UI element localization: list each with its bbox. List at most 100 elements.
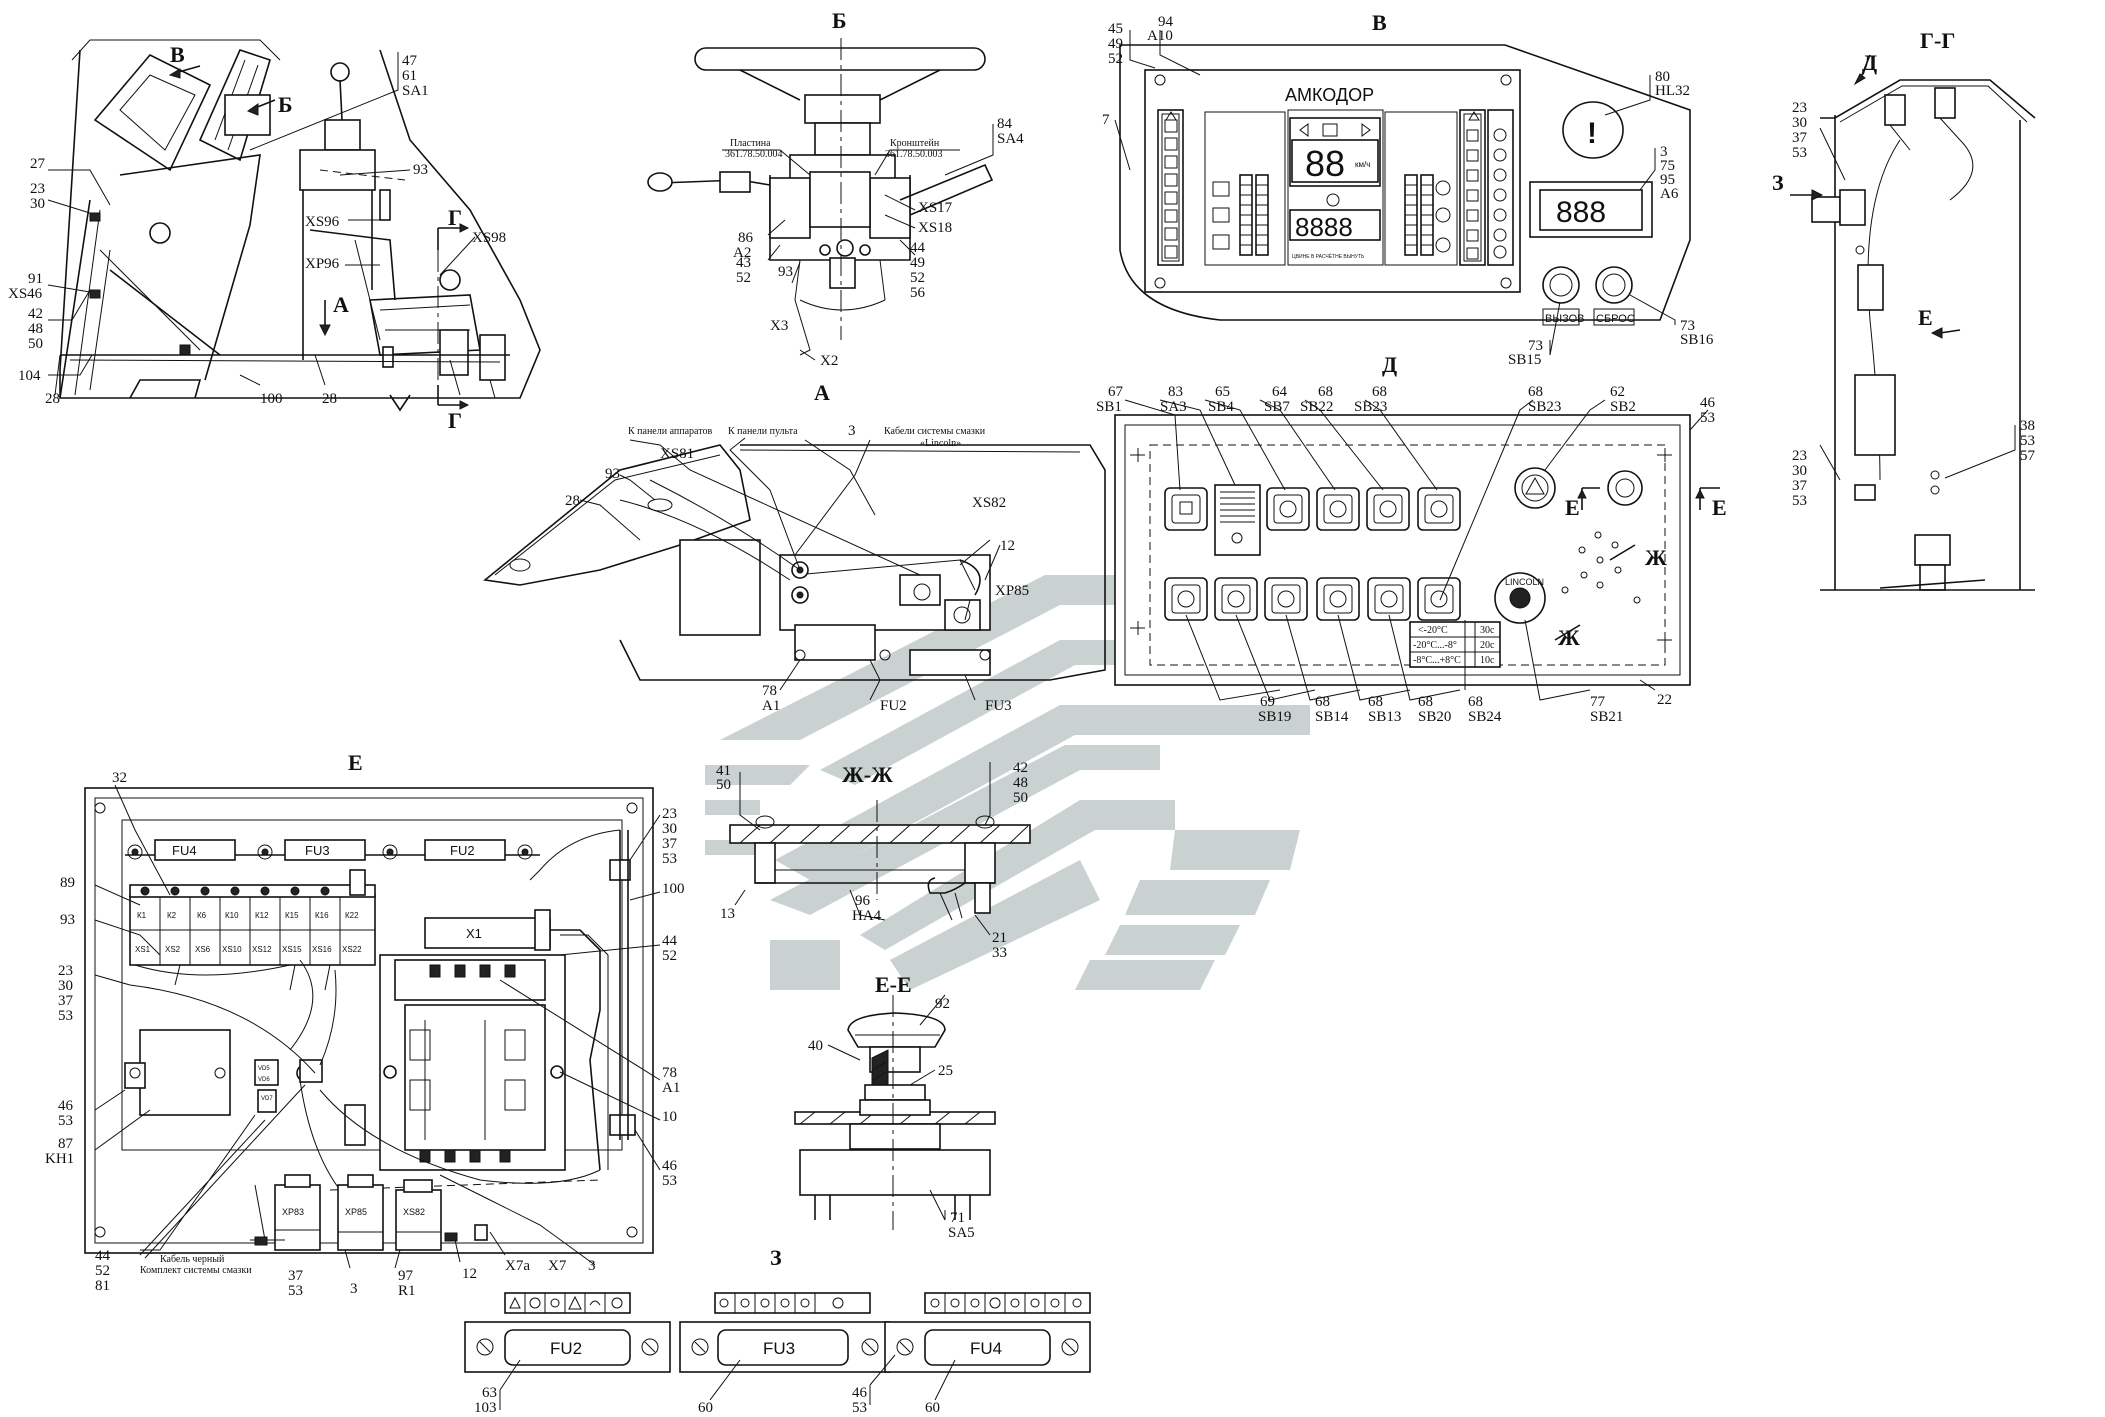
svg-text:44: 44 (662, 933, 678, 949)
callout-21-33: 21 33 (992, 930, 1007, 961)
svg-text:37: 37 (58, 993, 74, 1009)
svg-text:53: 53 (288, 1283, 303, 1299)
svg-text:К2: К2 (167, 911, 177, 920)
callout-23-30-37-53-box-left: 23 30 37 53 (58, 963, 74, 1024)
callout-84-sa4: 84 SA4 (997, 116, 1024, 147)
svg-text:53: 53 (1792, 493, 1807, 509)
callout-60-fu4: 60 (925, 1400, 940, 1416)
callout-3-view-a: 3 (848, 423, 856, 439)
callout-104: 104 (18, 368, 41, 384)
svg-text:49: 49 (910, 255, 925, 271)
callout-97-r1: 97 R1 (398, 1268, 416, 1299)
callout-xs18: XS18 (918, 220, 952, 236)
svg-text:48: 48 (1013, 775, 1028, 791)
svg-text:53: 53 (1700, 410, 1715, 426)
svg-text:XS15: XS15 (282, 945, 302, 954)
callout-44-52-81: 44 52 81 (95, 1248, 111, 1294)
svg-text:3: 3 (1660, 144, 1668, 160)
svg-text:23: 23 (58, 963, 73, 979)
panel-v: ! (1114, 30, 1691, 356)
call-button-label: ВЫЗОВ (1545, 313, 1585, 325)
right-digital-display: 888 (1556, 196, 1606, 229)
callout-89: 89 (60, 875, 75, 891)
hours-display: 8888 (1295, 212, 1353, 242)
callout-96-ha4: 96 HA4 (852, 893, 882, 924)
section-label-zh-bottom: Ж (1558, 625, 1580, 650)
section-label-gg: Г-Г (1920, 28, 1955, 53)
callout-93-box: 93 (60, 912, 75, 928)
svg-text:62: 62 (1610, 384, 1625, 400)
hours-caption: ЦВИНЕ В РАСЧЁТНЕ ВЫНУТЬ (1292, 253, 1365, 260)
callout-45-49-52: 45 49 52 (1108, 21, 1123, 67)
lincoln-brand: LINCOLN (1505, 577, 1544, 587)
svg-text:XS10: XS10 (222, 945, 242, 954)
diode-label-vd6: VD6 (258, 1077, 270, 1083)
callout-3-75-95-a6: 3 75 95 A6 (1660, 144, 1679, 202)
callout-92: 92 (935, 996, 950, 1012)
callout-60-fu3: 60 (698, 1400, 713, 1416)
svg-text:46: 46 (662, 1158, 678, 1174)
svg-text:68: 68 (1528, 384, 1543, 400)
svg-text:К15: К15 (285, 911, 299, 920)
callout-47-61-sa1: 47 61 SA1 (397, 52, 429, 99)
svg-text:XS22: XS22 (342, 945, 362, 954)
svg-text:50: 50 (1013, 790, 1028, 806)
callout-78-a1-view-a: 78 A1 (762, 683, 780, 714)
conn-label-xs82: ХS82 (403, 1207, 425, 1217)
callout-32: 32 (112, 770, 127, 786)
svg-text:Пластина: Пластина (730, 138, 771, 149)
callout-28-view-a: 28 (565, 493, 580, 509)
svg-text:68: 68 (1372, 384, 1387, 400)
callout-28-mid: 28 (322, 391, 337, 407)
caption-to-apparatus-panel: К панели аппаратов (628, 426, 712, 437)
svg-text:71: 71 (950, 1210, 965, 1226)
svg-text:50: 50 (716, 777, 731, 793)
speed-display: 88 (1305, 143, 1345, 184)
svg-text:30: 30 (662, 821, 677, 837)
svg-text:XS12: XS12 (252, 945, 272, 954)
view-label-z-arrow: З (1772, 170, 1784, 195)
callout-25: 25 (938, 1063, 953, 1079)
callout-x7a: X7а (505, 1258, 530, 1274)
svg-text:52: 52 (1108, 51, 1123, 67)
svg-text:103: 103 (474, 1400, 497, 1416)
svg-text:30: 30 (1792, 115, 1807, 131)
svg-text:HL32: HL32 (1655, 83, 1690, 99)
svg-text:37: 37 (662, 836, 678, 852)
svg-text:37: 37 (288, 1268, 304, 1284)
svg-text:73: 73 (1528, 338, 1543, 354)
callout-xs17: XS17 (918, 200, 953, 216)
svg-text:Кронштейн: Кронштейн (890, 138, 940, 149)
svg-text:К10: К10 (225, 911, 239, 920)
svg-text:44: 44 (95, 1248, 111, 1264)
fuse-block-label-fu4: FU4 (970, 1339, 1002, 1358)
svg-text:91: 91 (28, 271, 43, 287)
svg-text:96: 96 (855, 893, 871, 909)
svg-text:56: 56 (910, 285, 926, 301)
svg-text:57: 57 (2020, 448, 2036, 464)
svg-text:75: 75 (1660, 158, 1675, 174)
section-label-zhzh: Ж-Ж (842, 762, 893, 787)
svg-text:A1: A1 (662, 1080, 680, 1096)
timer-table-r2c1: -20°C...-8° (1413, 640, 1457, 651)
svg-text:SA5: SA5 (948, 1225, 975, 1241)
svg-text:41: 41 (716, 763, 731, 779)
panel-v-brand: АМКОДОР (1285, 85, 1374, 105)
svg-text:68: 68 (1418, 694, 1433, 710)
svg-text:SA1: SA1 (402, 83, 429, 99)
svg-text:30: 30 (30, 196, 45, 212)
svg-text:23: 23 (1792, 448, 1807, 464)
section-label-g-bottom: Г (448, 408, 462, 433)
svg-text:SB16: SB16 (1680, 332, 1714, 348)
svg-text:53: 53 (58, 1008, 73, 1024)
callout-gg-23-30-37-53-bottom: 23 30 37 53 (1792, 448, 1808, 509)
timer-table-r3c2: 10с (1480, 655, 1495, 666)
section-ee (794, 994, 996, 1230)
svg-text:A10: A10 (1147, 28, 1173, 44)
callout-12-view-a: 12 (1000, 538, 1015, 554)
view-label-v-panel: В (1372, 10, 1387, 35)
